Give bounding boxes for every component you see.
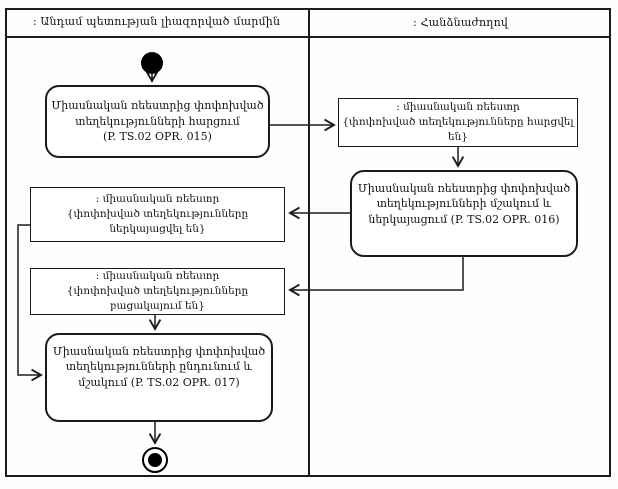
activity-label-line: տեղեկությունների ընդունում և [65,360,253,374]
object-title: : միասնական ռեեստր [396,100,520,113]
final-node-core [148,453,162,467]
object-state: {փոփոխված տեղեկությունները ներկայացվել ե… [66,207,249,236]
activity-label-line: Միասնական ռեեստրից փոփոխված [357,182,571,195]
activity-label-line: տեղեկությունների հարցում [75,114,240,128]
object-unified-register-submitted: : միասնական ռեեստր {փոփոխված տեղեկությու… [30,187,285,242]
activity-label-line: Միասնական ռեեստրից փոփոխված [52,345,266,358]
object-unified-register-absent: : միասնական ռեեստր {փոփոխված տեղեկությու… [30,268,285,315]
initial-node [141,52,163,74]
activity-process-and-submit-opr016: Միասնական ռեեստրից փոփոխված տեղեկություն… [350,170,578,257]
activity-label-line: տեղեկությունների մշակում և [376,197,552,211]
activity-label-line: ներկայացում (P. TS.02 OPR. 016) [368,212,560,226]
object-title: : միասնական ռեեստր [95,192,220,205]
activity-label-line: մշակում (P. TS.02 OPR. 017) [78,375,240,389]
object-state: {փոփոխված տեղեկությունները բացակայում են… [66,284,249,313]
swimlane-divider [308,8,310,477]
final-node [142,447,168,473]
activity-receive-and-process-opr017: Միասնական ռեեստրից փոփոխված տեղեկություն… [45,333,273,422]
object-unified-register-requested: : միասնական ռեեստր {փոփոխված տեղեկությու… [338,98,578,147]
object-state: {փոփոխված տեղեկությունները հարցվել են} [342,115,574,144]
activity-request-changed-info-opr015: Միասնական ռեեստրից փոփոխված տեղեկություն… [45,85,270,158]
object-title: : միասնական ռեեստր [95,269,220,282]
lane-header-member-state-authority: : Անդամ պետության լիազորված մարմին [32,15,281,28]
activity-label-line: Միասնական ռեեստրից փոփոխված [51,99,264,113]
lane-header-commission: : Հանձնաժողով [412,16,509,29]
activity-label-line: (P. TS.02 OPR. 015) [103,130,212,144]
